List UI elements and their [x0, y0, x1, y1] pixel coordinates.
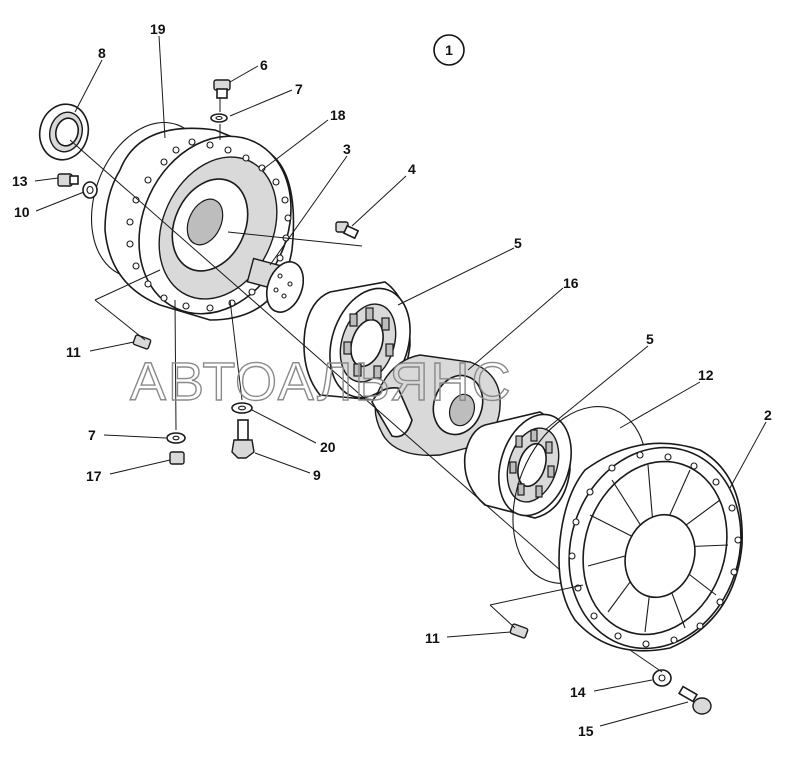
bolt-15	[677, 685, 712, 715]
drive-flange-3	[246, 257, 305, 313]
washer-20	[231, 402, 253, 414]
cover-bolt-holes	[568, 451, 742, 648]
callout-4: 4	[408, 161, 416, 177]
planet-carrier-16	[371, 354, 501, 457]
callout-labels: 19 8 6 7 18 3 4 13 10 5 16 11 5 12 2 7 2…	[12, 21, 772, 739]
breather-6	[213, 79, 231, 99]
plug-13	[57, 173, 79, 187]
callout-11-right: 11	[425, 630, 440, 646]
callout-8: 8	[98, 45, 106, 61]
callout-19: 19	[150, 21, 166, 37]
washer-14	[652, 669, 672, 687]
callout-7-lower: 7	[88, 427, 96, 443]
callout-20: 20	[320, 439, 336, 455]
bearing-rollers-lower	[509, 429, 555, 498]
callout-3: 3	[343, 141, 351, 157]
assembly-guide-lines	[69, 98, 663, 673]
callout-15: 15	[578, 723, 594, 739]
callout-9: 9	[313, 467, 321, 483]
end-cover-2	[558, 442, 743, 652]
callout-12: 12	[698, 367, 714, 383]
bearing-rollers-upper	[343, 307, 394, 379]
callout-14: 14	[570, 684, 586, 700]
washer-10	[82, 181, 98, 199]
callout-13: 13	[12, 173, 28, 189]
watermark-text: АВТОАЛЬЯНС	[130, 352, 512, 412]
view-number-badge: 1	[433, 34, 465, 66]
seal-ring-8	[38, 103, 90, 161]
callout-18: 18	[330, 107, 346, 123]
washer-7-lower	[166, 432, 186, 444]
callout-7-top: 7	[295, 81, 303, 97]
callout-5-lower: 5	[646, 331, 654, 347]
bolt-9	[231, 419, 255, 459]
bearing-5-upper	[303, 281, 411, 401]
callout-17: 17	[86, 468, 102, 484]
callout-5-upper: 5	[514, 235, 522, 251]
callout-16: 16	[563, 275, 579, 291]
washer-7-top	[210, 113, 228, 123]
view-number: 1	[445, 42, 453, 58]
callout-6: 6	[260, 57, 268, 73]
callout-11-left: 11	[66, 344, 81, 360]
bolt-4	[335, 221, 360, 240]
callout-10: 10	[14, 204, 30, 220]
plug-17	[169, 451, 185, 465]
callout-2: 2	[764, 407, 772, 423]
plug-11-left	[132, 334, 152, 350]
callout-leaders	[34, 35, 767, 727]
